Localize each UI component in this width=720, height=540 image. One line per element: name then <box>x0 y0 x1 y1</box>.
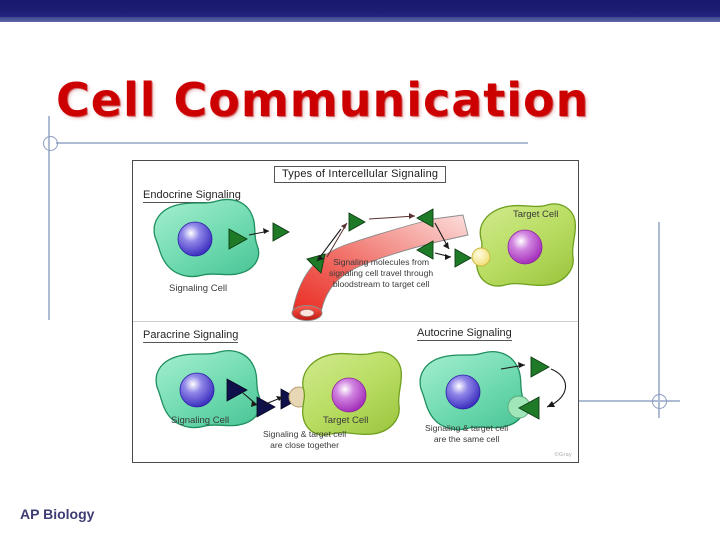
diagram-section-divider <box>133 321 578 322</box>
guide-crosshair-circle-right <box>652 394 667 409</box>
endocrine-target-cell-label: Target Cell <box>513 209 559 220</box>
endocrine-signaling-cell-label: Signaling Cell <box>169 283 228 294</box>
endocrine-note-line-3: bloodstream to target cell <box>332 279 430 289</box>
autocrine-note: Signaling & target cell are the same cel… <box>425 423 508 445</box>
guide-crosshair-circle-left <box>43 136 58 151</box>
autocrine-note-line-2: are the same cell <box>433 434 500 444</box>
slide-top-bar-dark <box>0 0 720 17</box>
guide-line-vertical-left <box>48 116 50 320</box>
paracrine-target-cell-label: Target Cell <box>323 415 369 426</box>
page-title: Cell Communication <box>56 73 590 127</box>
guide-line-horizontal-right <box>578 400 680 402</box>
autocrine-illustration <box>419 351 567 431</box>
diagram-watermark: ©Gray <box>554 452 572 458</box>
endocrine-note-line-2: signaling cell travel through <box>329 268 434 278</box>
endocrine-note: Signaling molecules from signaling cell … <box>329 257 433 290</box>
guide-line-vertical-right <box>658 222 660 418</box>
slide-top-bar-light <box>0 17 720 22</box>
paracrine-illustration <box>155 350 403 436</box>
diagram-heading: Types of Intercellular Signaling <box>274 166 447 183</box>
paracrine-note-line-1: Signaling & target cell <box>263 429 347 439</box>
intercellular-signaling-diagram: Types of Intercellular Signaling Endocri… <box>132 160 579 463</box>
endocrine-illustration <box>153 198 577 321</box>
paracrine-signaling-cell-label: Signaling Cell <box>171 415 230 426</box>
paracrine-note-line-2: are close together <box>270 440 339 450</box>
guide-line-horizontal-left <box>56 142 528 144</box>
panel-title-autocrine: Autocrine Signaling <box>417 327 512 341</box>
endocrine-note-line-1: Signaling molecules from <box>333 257 430 267</box>
paracrine-note: Signaling & target cell are close togeth… <box>263 429 346 451</box>
panel-title-paracrine: Paracrine Signaling <box>143 329 239 343</box>
autocrine-note-line-1: Signaling & target cell <box>425 423 509 433</box>
slide-footer-label: AP Biology <box>20 506 95 522</box>
